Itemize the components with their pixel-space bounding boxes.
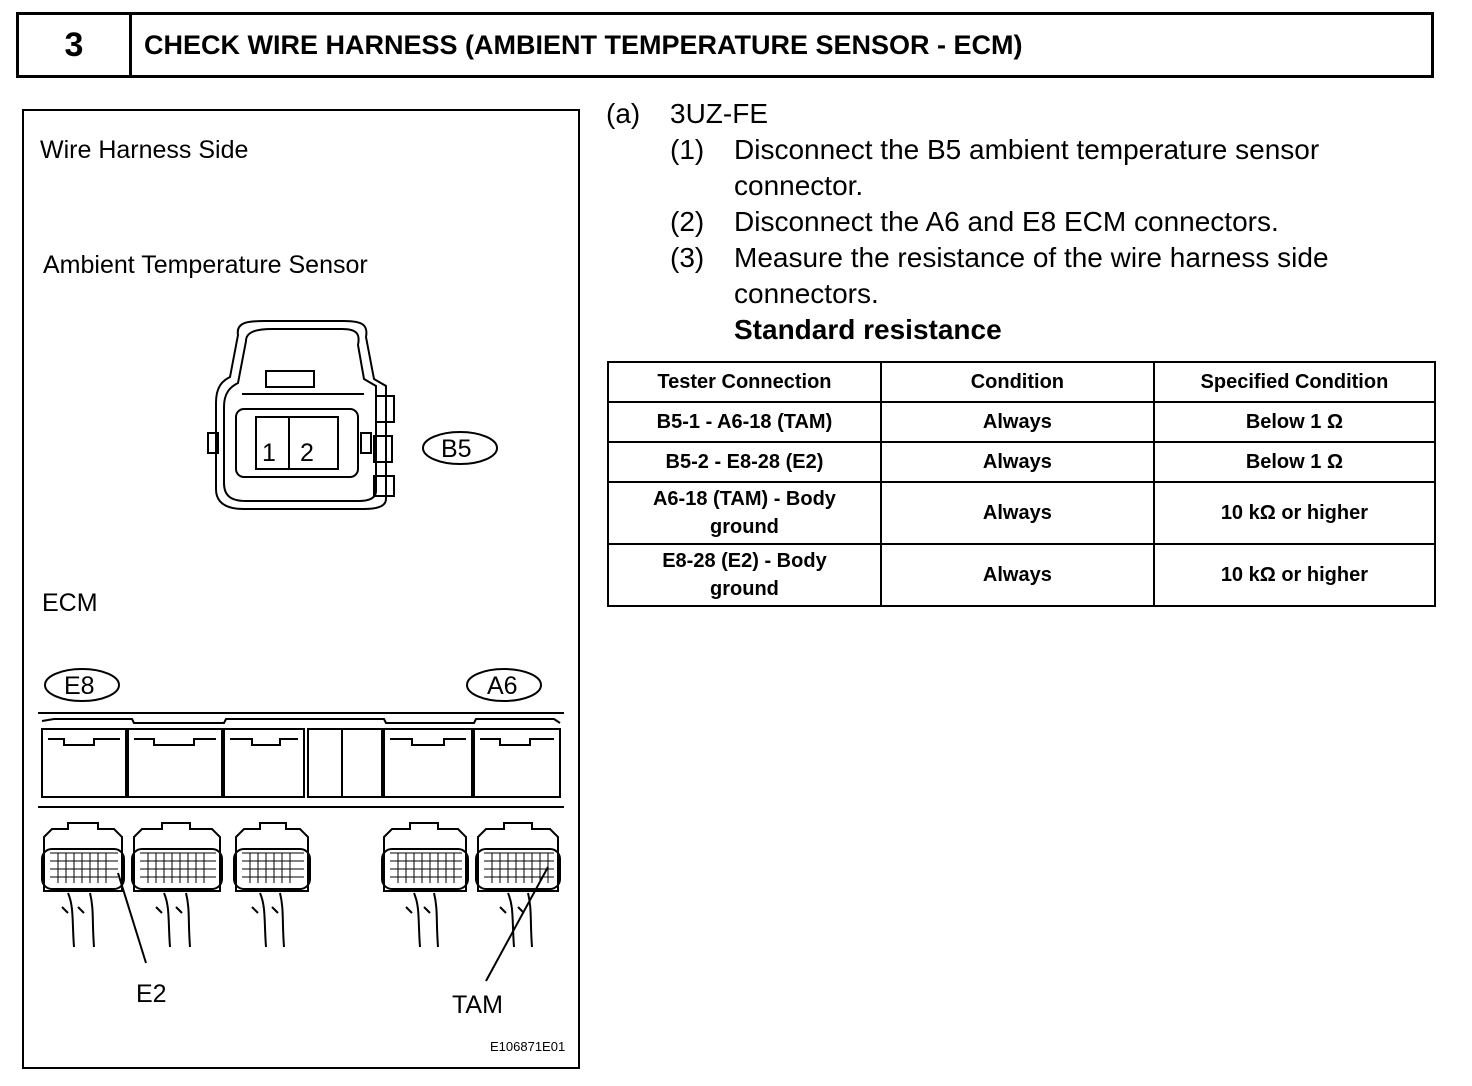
- cell-specified: Below 1 Ω: [1152, 441, 1437, 483]
- connector-callout-a6: A6: [487, 672, 518, 700]
- engine-code: 3UZ-FE: [670, 98, 768, 129]
- cell-connection-line-2: ground: [710, 578, 779, 600]
- step-2-number: (2): [670, 206, 705, 237]
- connector-callout-b5: B5: [441, 435, 472, 463]
- wire-harness-side-label: Wire Harness Side: [40, 136, 249, 164]
- step-2-text: Disconnect the A6 and E8 ECM connectors.: [734, 206, 1279, 237]
- step-1-line-2: connector.: [734, 170, 864, 201]
- ambient-sensor-label: Ambient Temperature Sensor: [43, 251, 368, 279]
- step-title: CHECK WIRE HARNESS (AMBIENT TEMPERATURE …: [144, 29, 1023, 60]
- step-3-text: Measure the resistance of the wire harne…: [734, 240, 1446, 312]
- step-1-number: (1): [670, 134, 705, 165]
- instructions: (a) 3UZ-FE (1) Disconnect the B5 ambient…: [606, 96, 1446, 348]
- leader-line-e2: [117, 872, 147, 964]
- instruction-a-label: (a): [606, 98, 641, 129]
- step-3-line-1: Measure the resistance of the wire harne…: [734, 242, 1329, 273]
- cell-connection: B5-2 - E8-28 (E2): [607, 441, 882, 483]
- cell-specified: 10 kΩ or higher: [1152, 543, 1437, 607]
- pin-label-e2: E2: [136, 980, 167, 1008]
- ecm-housing: [38, 712, 564, 808]
- table-row: A6-18 (TAM) - Body ground Always 10 kΩ o…: [607, 481, 1437, 545]
- cell-connection-line-1: E8-28 (E2) - Body: [662, 550, 827, 572]
- spec-table: Tester Connection Condition Specified Co…: [607, 361, 1437, 607]
- standard-resistance-label: Standard resistance: [734, 314, 1002, 345]
- instruction-step-2: (2) Disconnect the A6 and E8 ECM connect…: [606, 204, 1446, 240]
- table-header-row: Tester Connection Condition Specified Co…: [607, 361, 1437, 403]
- figure-id: E106871E01: [490, 1039, 566, 1054]
- header-tester-connection: Tester Connection: [607, 361, 882, 403]
- sensor-connector-b5: [207, 320, 395, 510]
- step-3-line-2: connectors.: [734, 278, 879, 309]
- step-3-number: (3): [670, 242, 705, 273]
- cell-connection: E8-28 (E2) - Body ground: [607, 543, 882, 607]
- cell-condition: Always: [879, 543, 1155, 607]
- ecm-plugs: [41, 822, 561, 948]
- cell-specified: Below 1 Ω: [1152, 401, 1437, 443]
- cell-connection: A6-18 (TAM) - Body ground: [607, 481, 882, 545]
- cell-connection-line-1: A6-18 (TAM) - Body: [652, 488, 836, 510]
- cell-condition: Always: [879, 401, 1155, 443]
- cell-condition: Always: [879, 441, 1155, 483]
- cell-connection-line-2: ground: [710, 516, 779, 538]
- header-specified-condition: Specified Condition: [1152, 361, 1437, 403]
- cell-specified: 10 kΩ or higher: [1152, 481, 1437, 545]
- instruction-step-1: (1) Disconnect the B5 ambient temperatur…: [606, 132, 1446, 204]
- sensor-pin-1: 1: [262, 439, 276, 467]
- cell-connection: B5-1 - A6-18 (TAM): [607, 401, 882, 443]
- table-row: B5-2 - E8-28 (E2) Always Below 1 Ω: [607, 441, 1437, 483]
- leader-line-tam: [485, 866, 549, 982]
- header-condition: Condition: [879, 361, 1155, 403]
- step-header: 3 CHECK WIRE HARNESS (AMBIENT TEMPERATUR…: [16, 12, 1434, 78]
- step-1-text: Disconnect the B5 ambient temperature se…: [734, 132, 1446, 204]
- instruction-step-3: (3) Measure the resistance of the wire h…: [606, 240, 1446, 312]
- table-row: E8-28 (E2) - Body ground Always 10 kΩ or…: [607, 543, 1437, 607]
- sensor-pin-2: 2: [300, 439, 314, 467]
- connector-drawing: 1 2 B5 E8 A6: [38, 320, 564, 982]
- table-row: B5-1 - A6-18 (TAM) Always Below 1 Ω: [607, 401, 1437, 443]
- connector-callout-e8: E8: [64, 672, 95, 700]
- instruction-a: (a) 3UZ-FE: [606, 96, 1446, 132]
- step-number: 3: [19, 15, 132, 75]
- cell-condition: Always: [879, 481, 1155, 545]
- wiring-diagram: 1 2 B5 E8 A6: [22, 109, 580, 1069]
- step-1-line-1: Disconnect the B5 ambient temperature se…: [734, 134, 1320, 165]
- pin-label-tam: TAM: [452, 991, 503, 1019]
- ecm-label: ECM: [42, 589, 98, 617]
